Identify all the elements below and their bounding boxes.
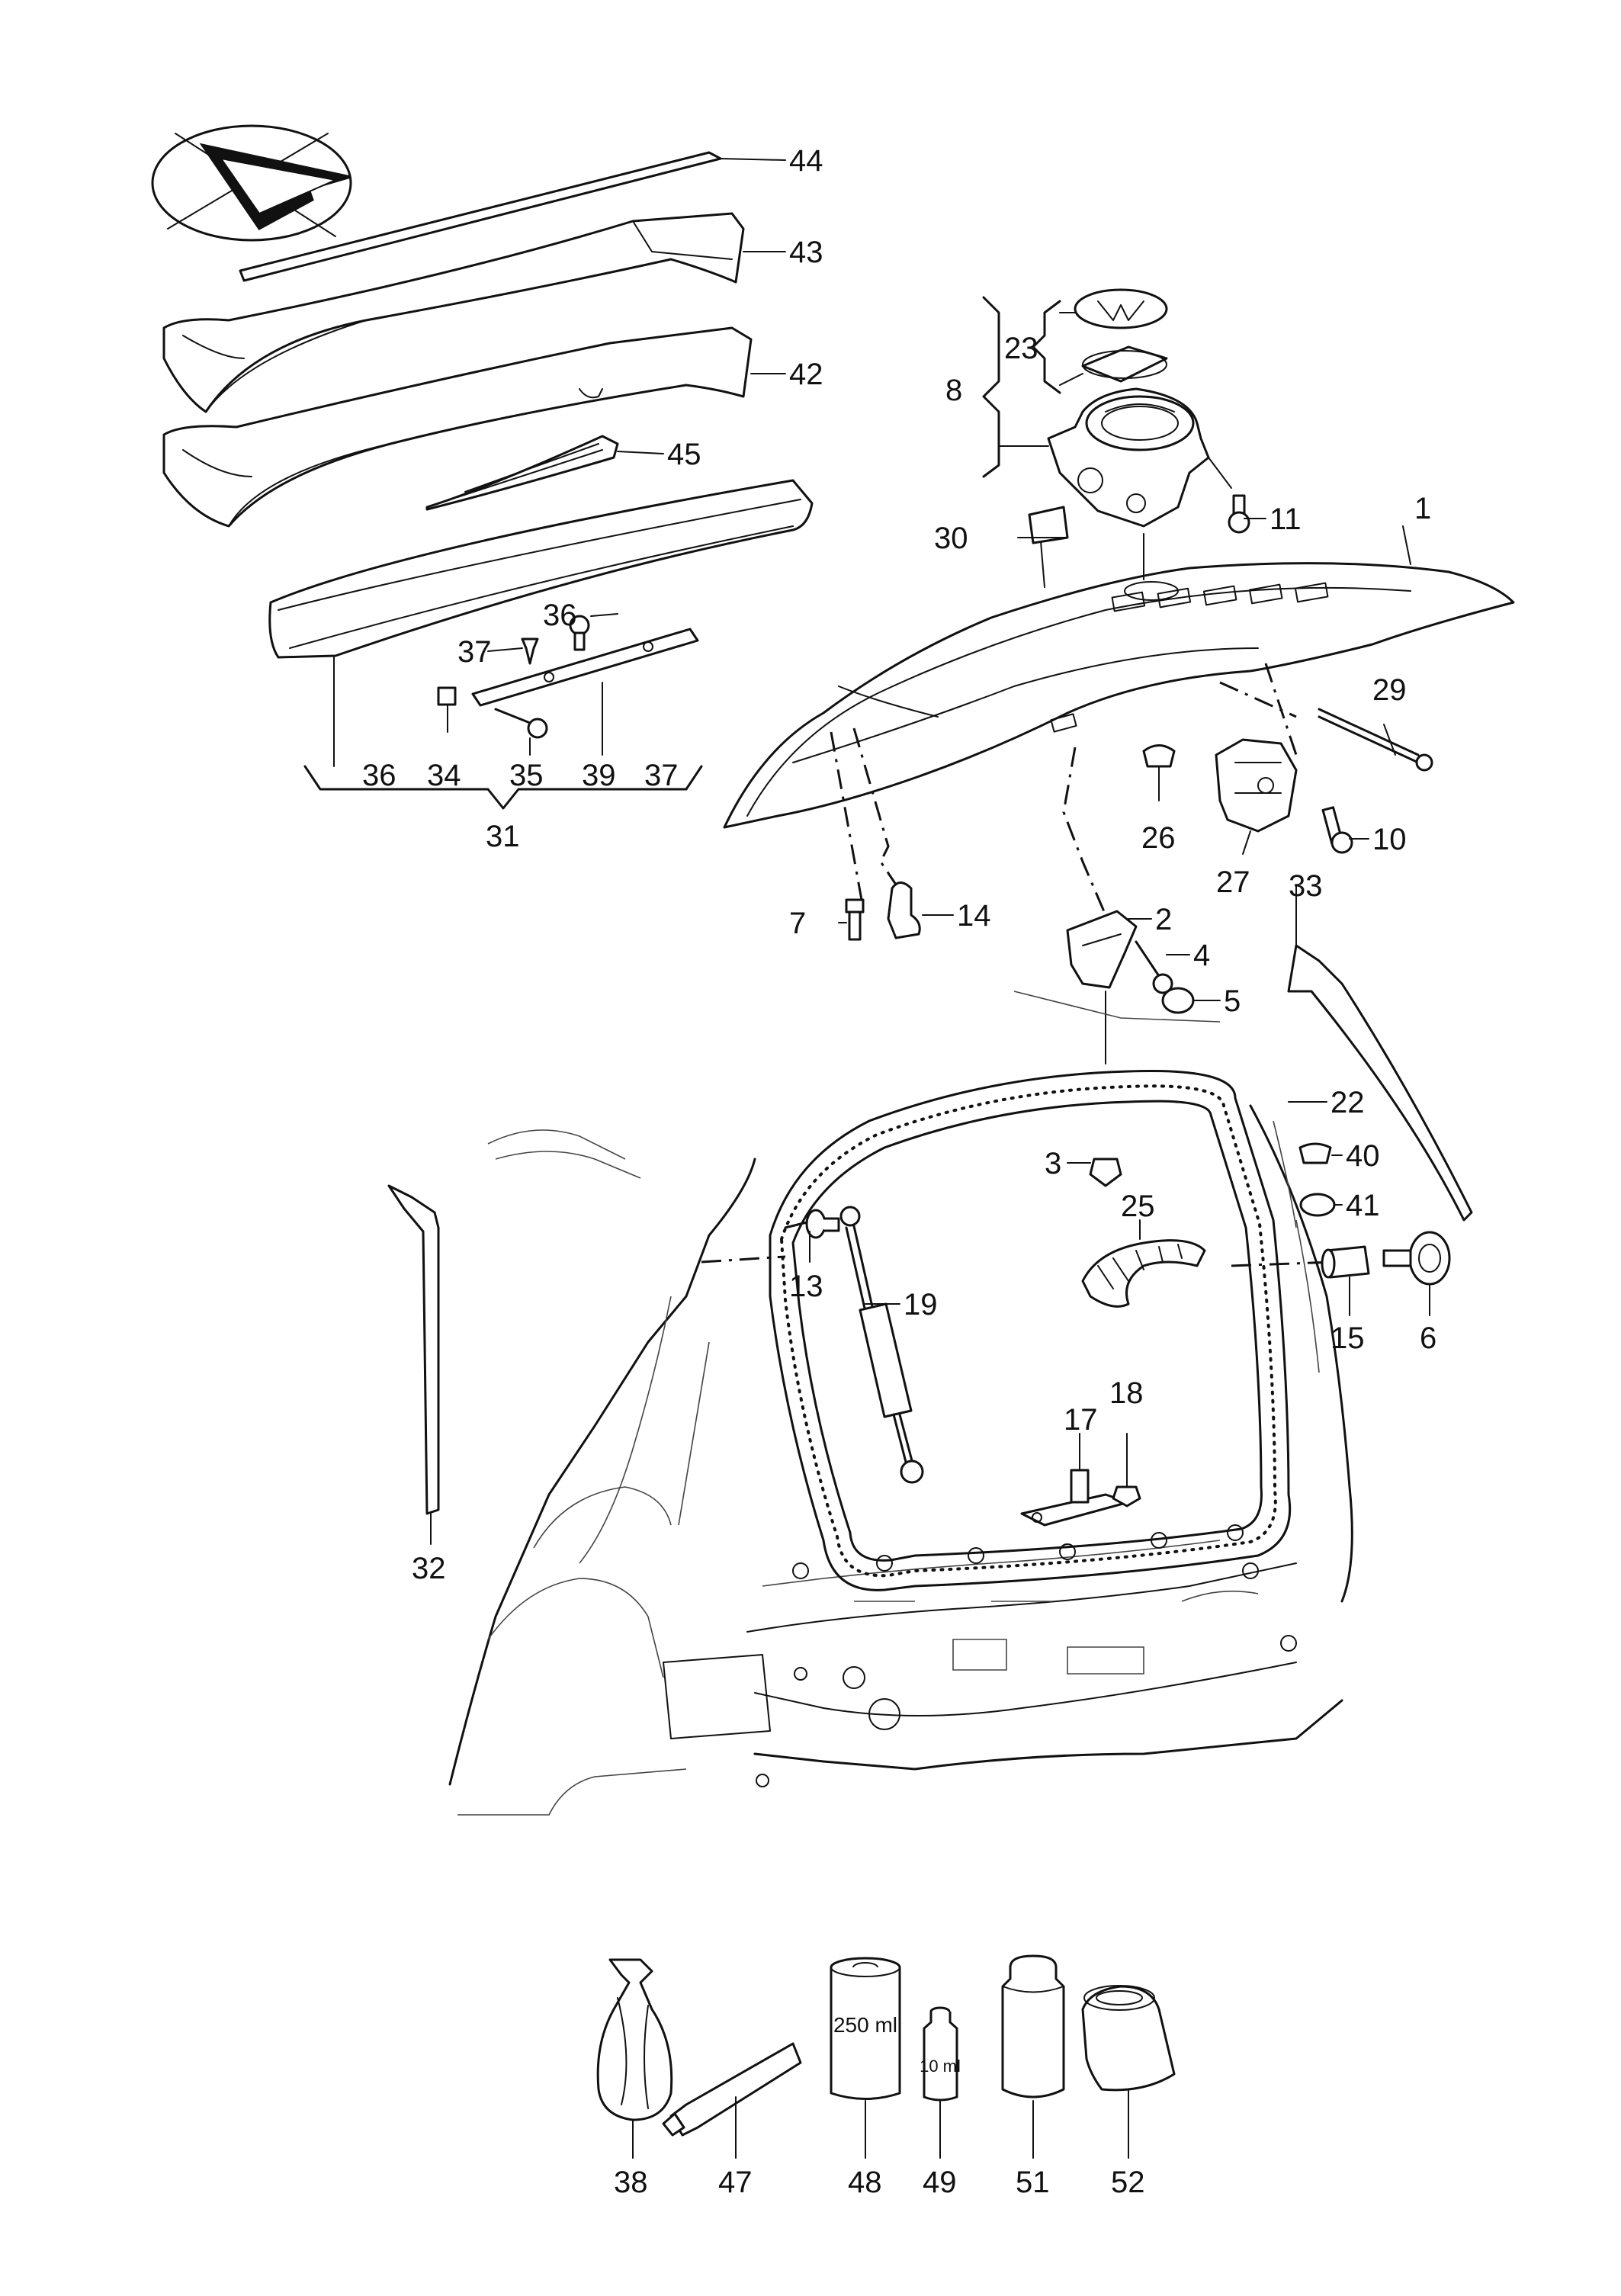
callout-41: 41: [1346, 1189, 1380, 1222]
callout-40: 40: [1346, 1139, 1380, 1173]
brake-light-45: [425, 435, 619, 511]
vehicle-body: [448, 991, 1353, 1816]
nut-3: [1089, 1158, 1122, 1187]
bolt-7: [845, 898, 865, 941]
trim-33: [1287, 944, 1473, 1222]
callout-35: 35: [509, 759, 544, 792]
callout-11: 11: [1270, 503, 1302, 536]
callout-30: 30: [934, 522, 968, 555]
callout-43: 43: [789, 236, 823, 269]
callout-47: 47: [718, 2166, 753, 2199]
callout-52: 52: [1111, 2166, 1145, 2199]
callout-labels: 44 43 42 45 1 8 23 11 30 36 37 36 34 35 …: [362, 144, 1436, 2199]
callout-26: 26: [1141, 821, 1176, 855]
callout-45: 45: [667, 438, 701, 471]
clip-34: [437, 686, 457, 706]
tape-52: [1081, 1985, 1176, 2092]
callout-51: 51: [1016, 2166, 1050, 2199]
bottle-volume-label: 10 ml: [920, 2057, 961, 2076]
bottle-51: [1001, 1954, 1065, 2099]
spoiler-assembly-31: [268, 479, 814, 659]
callout-10: 10: [1372, 823, 1407, 856]
screw-35: [494, 708, 548, 739]
callout-17: 17: [1064, 1403, 1098, 1437]
callout-6: 6: [1420, 1321, 1436, 1355]
screw-10: [1321, 806, 1353, 854]
callout-44: 44: [789, 144, 823, 178]
callout-37b: 37: [644, 759, 679, 792]
callout-39: 39: [582, 759, 616, 792]
callout-3: 3: [1045, 1147, 1061, 1180]
callout-7: 7: [789, 907, 806, 940]
hinge-2: [1066, 910, 1138, 989]
callout-2: 2: [1155, 903, 1172, 936]
stop-6: [1382, 1231, 1451, 1286]
callout-4: 4: [1193, 939, 1210, 972]
bush-15: [1321, 1245, 1370, 1279]
clip-37: [521, 637, 539, 665]
nut-18: [1112, 1485, 1141, 1508]
leader-lines: [430, 158, 1430, 2159]
can-volume-label: 250 ml: [833, 2013, 897, 2037]
cap-5: [1161, 987, 1195, 1014]
tube-47: [662, 2042, 802, 2137]
callout-49: 49: [923, 2166, 957, 2199]
screw-11: [1228, 494, 1250, 534]
bolt-4: [1135, 940, 1173, 994]
callout-33: 33: [1289, 869, 1323, 903]
lock-module-8: [1047, 387, 1210, 528]
callout-19: 19: [904, 1288, 938, 1321]
bolt-13: [784, 1209, 840, 1239]
can-48: 250 ml: [830, 1957, 901, 2100]
door-seal-22: [769, 1069, 1292, 1591]
callout-18: 18: [1109, 1376, 1144, 1410]
callout-25: 25: [1121, 1190, 1155, 1223]
callout-14: 14: [957, 899, 991, 933]
direction-arrow-icon: [151, 124, 352, 242]
tailgate-1: [723, 562, 1515, 829]
callout-22: 22: [1331, 1086, 1365, 1119]
callout-32: 32: [412, 1552, 446, 1585]
screw-36: [569, 615, 590, 651]
gas-strut-19: [839, 1206, 924, 1484]
callout-31: 31: [486, 820, 520, 853]
callout-5: 5: [1224, 984, 1241, 1018]
bracket-39: [471, 628, 699, 707]
ball-stud-14: [887, 881, 921, 939]
cable-harness-25: [1081, 1239, 1206, 1308]
callout-27: 27: [1216, 865, 1250, 899]
callout-36a: 36: [543, 599, 577, 632]
callout-23: 23: [1004, 332, 1038, 365]
callout-1: 1: [1414, 492, 1431, 525]
spoiler-trim-43: [162, 212, 745, 413]
trim-32: [387, 1184, 440, 1515]
callout-37a: 37: [457, 635, 492, 669]
bag-38: [596, 1958, 673, 2121]
callout-29: 29: [1372, 673, 1407, 707]
callout-48: 48: [848, 2166, 882, 2199]
spoiler-42: [162, 326, 753, 528]
callout-15: 15: [1331, 1321, 1365, 1355]
callout-38: 38: [614, 2166, 648, 2199]
buffer-26: [1142, 744, 1176, 768]
lock-27: [1215, 738, 1298, 833]
callout-8: 8: [945, 374, 962, 407]
grommet-41: [1299, 1193, 1336, 1217]
callout-42: 42: [789, 358, 823, 391]
bottle-49: 10 ml: [920, 2006, 961, 2102]
emblem-23: [1074, 288, 1168, 383]
callout-36b: 36: [362, 759, 396, 792]
grommet-40: [1298, 1142, 1332, 1164]
cable-29: [1318, 708, 1433, 772]
callout-34: 34: [427, 759, 461, 792]
callout-13: 13: [789, 1270, 823, 1303]
